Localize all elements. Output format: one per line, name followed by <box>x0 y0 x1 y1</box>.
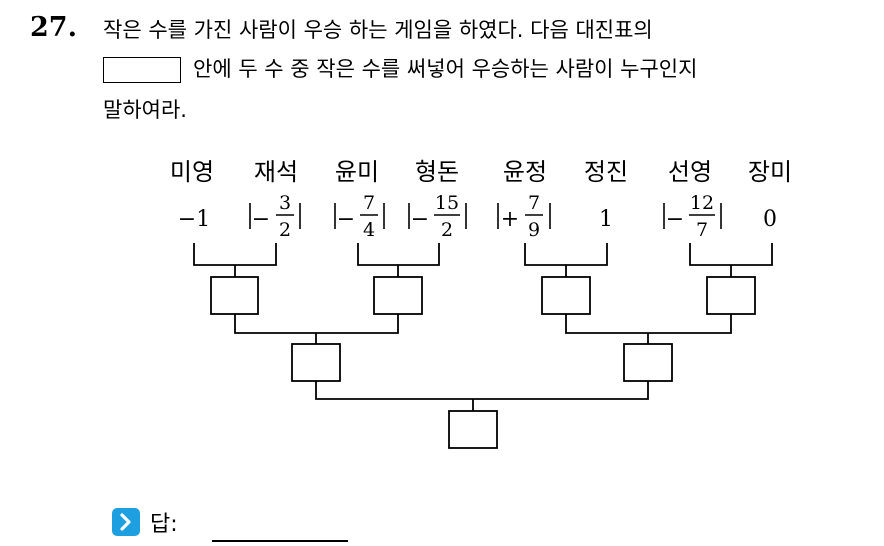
player-value: 0 <box>763 207 777 232</box>
question-line-1: 작은 수를 가진 사람이 우승 하는 게임을 하였다. 다음 대진표의 <box>103 18 653 42</box>
player-name: 정진 <box>583 158 629 186</box>
value-denominator: 9 <box>528 219 540 241</box>
value-sign: − <box>252 207 270 232</box>
player-value: − 3 2 <box>249 192 301 241</box>
question-number: 27. <box>30 12 77 43</box>
player-name: 윤정 <box>502 158 548 186</box>
value-numerator: 3 <box>279 192 291 214</box>
answer-box <box>448 410 498 449</box>
player-value: − 7 4 <box>334 192 385 241</box>
value-sign: − <box>666 207 684 232</box>
value-denominator: 4 <box>363 219 375 241</box>
answer-box <box>541 276 591 315</box>
player-value: 1 <box>599 207 613 232</box>
value-denominator: 2 <box>279 219 291 241</box>
answer-box <box>373 276 423 315</box>
value-denominator: 2 <box>441 219 453 241</box>
answer-label: 답: <box>150 512 178 537</box>
player-name: 재석 <box>253 158 299 186</box>
value-numerator: 7 <box>363 192 375 214</box>
value-numerator: 7 <box>528 192 540 214</box>
blank-box-example <box>103 57 181 83</box>
chevron-right-icon <box>112 508 140 536</box>
value-sign: + <box>501 207 519 232</box>
answer-box <box>291 343 341 382</box>
value-denominator: 7 <box>696 219 708 241</box>
value-sign: − <box>411 207 429 232</box>
bracket-line <box>357 243 440 266</box>
answer-input-line[interactable] <box>212 540 348 542</box>
player-value: − 12 7 <box>663 192 722 241</box>
player-name: 윤미 <box>334 158 380 186</box>
player-name: 장미 <box>747 158 793 186</box>
bracket-line <box>524 243 608 266</box>
question-line-2: 안에 두 수 중 작은 수를 써넣어 우승하는 사람이 누구인지 <box>103 53 697 83</box>
player-name: 미영 <box>169 158 215 186</box>
question-line-3: 말하여라. <box>103 98 187 122</box>
player-value: − 15 2 <box>408 192 467 241</box>
answer-box <box>210 276 259 315</box>
bracket-line <box>193 243 277 266</box>
bracket-line <box>689 243 773 266</box>
player-value: + 7 9 <box>497 192 551 241</box>
answer-box <box>623 343 673 382</box>
player-name: 형돈 <box>414 158 460 186</box>
player-name: 선영 <box>667 158 713 186</box>
value-numerator: 15 <box>435 192 459 214</box>
value-sign: − <box>337 207 355 232</box>
answer-box <box>706 276 756 315</box>
value-numerator: 12 <box>690 192 714 214</box>
question-line-2-text: 안에 두 수 중 작은 수를 써넣어 우승하는 사람이 누구인지 <box>193 57 698 81</box>
player-value: −1 <box>178 207 210 232</box>
